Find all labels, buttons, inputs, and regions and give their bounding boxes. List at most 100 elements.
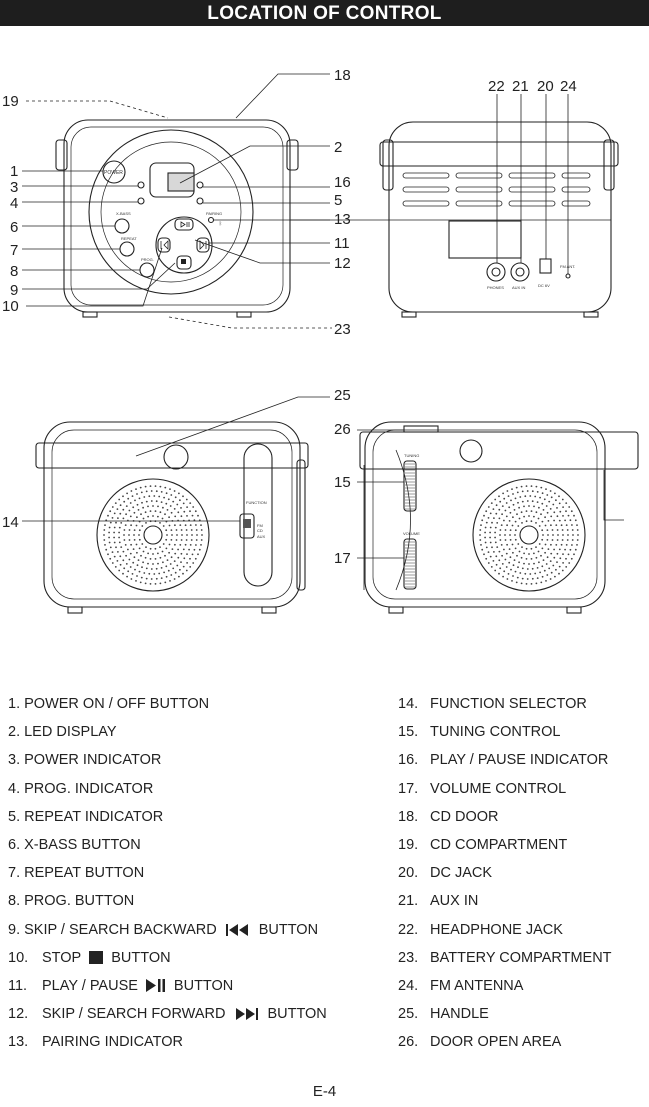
legend-number: 15. [398,724,419,741]
legend-number: 14. [398,696,419,713]
aux-label: AUX [257,534,266,539]
legend-item: 23. BATTERY COMPARTMENT [398,944,612,972]
dc-label: DC 6V [538,283,550,288]
callout-1: 1 [10,163,18,180]
callout-10: 10 [2,298,19,315]
legend-item: 13.PAIRING INDICATOR [8,1028,327,1056]
legend-text: AUX IN [430,893,479,910]
legend-item: 18.CD DOOR [398,803,612,831]
callout-13: 13 [334,211,351,228]
legend-item: 6. X-BASS BUTTON [8,831,327,859]
legend-text: 9. SKIP / SEARCH BACKWARD [8,921,217,938]
legend-text: 1. POWER ON / OFF BUTTON [8,696,210,713]
legend-text: TUNING CONTROL [430,724,561,741]
callout-7: 7 [10,242,18,259]
callout-8: 8 [10,263,18,280]
callout-23: 23 [334,321,351,338]
pairing-indicator [207,216,215,224]
legend-number: 19. [398,837,419,854]
repeat-indicator [196,197,204,205]
left-speaker-grille [96,478,210,592]
legend-text: 4. PROG. INDICATOR [8,780,154,797]
play-pause-indicator [196,181,204,189]
legend-number: 25. [398,1006,419,1023]
legend-number: 10. [8,949,29,966]
function-selector [239,513,255,539]
legend-suffix: BUTTON [267,1006,327,1023]
legend-suffix: BUTTON [111,949,171,966]
legend-text: 3. POWER INDICATOR [8,752,162,769]
front-inner-frame [70,126,284,306]
legend-text: HEADPHONE JACK [430,921,563,938]
callout-26: 26 [334,421,351,438]
back-leader-lines [290,94,611,274]
callout-3: 3 [10,179,18,196]
led-display [167,172,195,192]
front-body [63,119,291,313]
callout-4: 4 [10,195,18,212]
fm-label: FM [257,523,263,528]
legend-text: HANDLE [430,1006,489,1023]
control-pad [155,216,213,274]
legend-number: 23. [398,949,419,966]
callout-18: 18 [334,67,351,84]
legend-number: 12. [8,1006,29,1023]
legend-text: CD DOOR [430,808,499,825]
legend-text: BATTERY COMPARTMENT [430,949,612,966]
front-foot-right [236,311,252,318]
callout-14: 14 [2,514,19,531]
tuning-label: TUNING [404,453,419,458]
legend-suffix: BUTTON [173,977,234,994]
legend-suffix: BUTTON [258,921,319,938]
legend-number: 17. [398,780,419,797]
callout-16: 16 [334,174,351,191]
callout-6: 6 [10,219,18,236]
legend-item: 24.FM ANTENNA [398,972,612,1000]
skip-backward-button [157,237,171,253]
phones-label: PHONES [487,285,504,290]
phones-jack [486,262,506,282]
callout-11: 11 [334,235,350,252]
stop-icon [89,951,104,965]
legend-item: 21.AUX IN [398,887,612,915]
callout-12: 12 [334,255,351,272]
aux-in-jack [510,262,530,282]
callout-20: 20 [537,78,554,95]
right-speaker-dots [479,485,579,585]
callout-numbers: 18 19 1 3 4 6 7 8 9 10 2 16 5 13 11 12 2… [2,67,577,567]
legend-text: PAIRING INDICATOR [42,1034,183,1051]
left-speaker-dots [103,485,203,585]
stop-button [176,255,192,270]
front-foot-left [82,311,98,318]
prog-indicator [137,197,145,205]
legend-item: 4. PROG. INDICATOR [8,775,327,803]
back-view: PHONES AUX IN DC 6V FM ANT. [290,94,619,318]
legend-number: 16. [398,752,419,769]
legend-text: VOLUME CONTROL [430,780,567,797]
legend-item: 20.DC JACK [398,859,612,887]
legend-item: 17. VOLUME CONTROL [398,775,612,803]
legend-text: DC JACK [430,865,493,882]
tuning-wheel [403,460,417,512]
right-side-view: TUNING VOLUME [357,421,639,614]
legend-item: 15. TUNING CONTROL [398,718,612,746]
handle-knob [163,444,189,470]
legend-item: 26.DOOR OPEN AREA [398,1028,612,1056]
dc-jack [539,258,552,274]
repeat-label: REPEAT [121,236,137,241]
skip-backward-icon [225,923,251,936]
legend-number: 22. [398,921,419,938]
right-speaker-grille [472,478,586,592]
legend-text: SKIP / SEARCH FORWARD [42,1006,226,1023]
right-side-knob [286,139,299,171]
play-pause-icon [145,979,166,993]
legend-number: 26. [398,1034,419,1051]
aux-in-label: AUX IN [512,285,525,290]
legend-item: 19.CD COMPARTMENT [398,831,612,859]
callout-22: 22 [488,78,505,95]
left-side-knob [55,139,68,171]
legend-item: 25. HANDLE [398,1000,612,1028]
